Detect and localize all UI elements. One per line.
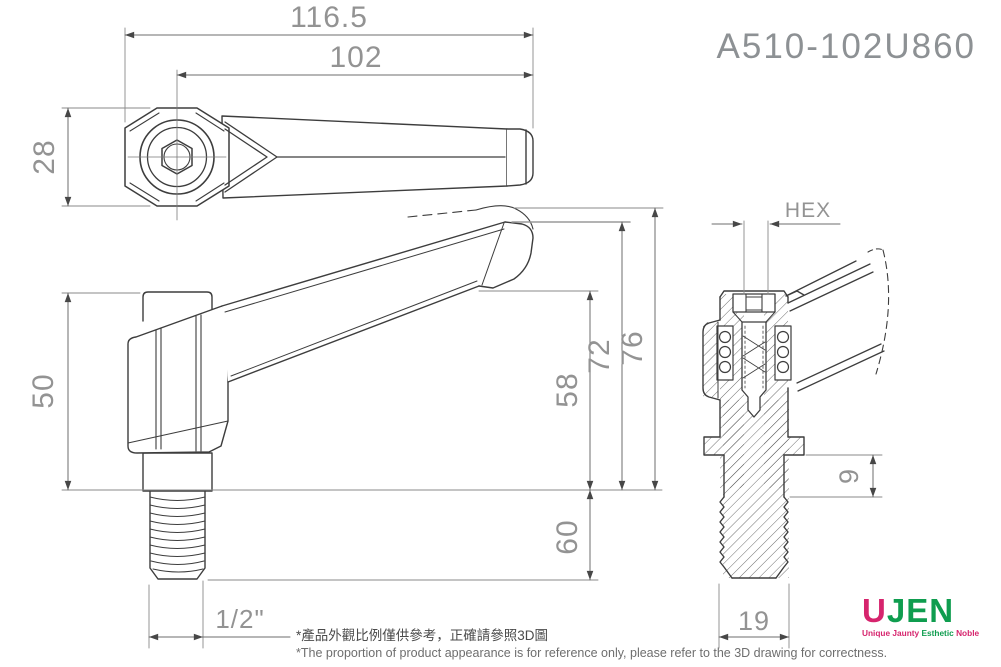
dim-label-9: 9 — [834, 468, 864, 484]
dim-hex: HEX — [711, 199, 841, 295]
top-view-handle-cap — [506, 128, 534, 187]
dim-label-handle-length: 102 — [329, 41, 382, 74]
dim-label-19: 19 — [738, 606, 770, 636]
dim-total-length: 116.5 — [124, 1, 534, 39]
logo-letters-jen: JEN — [886, 592, 955, 629]
dim-boss-width: 28 — [28, 107, 72, 207]
tagline-noble: Noble — [956, 628, 980, 638]
section-ball-pockets — [716, 325, 792, 381]
side-view-neck — [142, 452, 213, 492]
section-outline — [702, 290, 805, 579]
boss-chamfer-lines — [129, 112, 225, 202]
dim-label-72: 72 — [583, 338, 616, 373]
side-view: 50 58 72 76 60 1/2" — [27, 205, 664, 649]
logo-letter-u: U — [862, 592, 887, 629]
note-english: *The proportion of product appearance is… — [296, 646, 888, 661]
logo-tagline: Unique Jaunty Esthetic Noble — [862, 628, 982, 638]
side-view-boss — [142, 291, 213, 322]
section-view: HEX 9 19 — [702, 199, 890, 649]
dim-label-58: 58 — [551, 372, 584, 407]
thread-lines — [149, 496, 206, 573]
center-lines — [127, 69, 227, 221]
break-line — [875, 249, 890, 375]
ujen-logo: UJEN Unique Jaunty Esthetic Noble — [862, 594, 982, 638]
dim-label-hex: HEX — [785, 199, 831, 222]
phantom-line — [407, 209, 477, 218]
side-view-body — [127, 305, 229, 454]
tagline-unique-jaunty: Unique Jaunty — [862, 628, 922, 638]
dim-label-thread-size: 1/2" — [215, 604, 264, 634]
section-hex-pocket — [732, 293, 776, 323]
dim-label-boss-width: 28 — [28, 139, 61, 174]
note-chinese: *產品外觀比例僅供參考，正確請參照3D圖 — [296, 628, 549, 643]
disclaimer-notes: *產品外觀比例僅供參考，正確請參照3D圖 *The proportion of … — [296, 627, 887, 662]
dim-height-58: 58 — [551, 290, 594, 491]
dim-thread-length: 60 — [551, 489, 594, 581]
body-rib-lines — [127, 314, 229, 452]
section-handle — [785, 248, 890, 394]
side-view-handle — [221, 205, 534, 383]
dim-neck-height: 9 — [789, 454, 883, 498]
section-bore — [741, 321, 767, 418]
top-view: 116.5 102 28 — [28, 1, 534, 221]
dim-label-76: 76 — [616, 330, 649, 365]
side-view-stud — [149, 490, 206, 580]
top-view-boss — [124, 69, 230, 221]
dim-stud-width: 19 — [718, 583, 790, 649]
handle-vee-detail — [224, 121, 506, 193]
dim-label-body-height: 50 — [27, 373, 60, 408]
dim-label-60: 60 — [551, 519, 584, 554]
tagline-esthetic: Esthetic — [921, 628, 957, 638]
dim-height-76: 76 — [616, 207, 659, 491]
dim-height-72: 72 — [583, 221, 626, 491]
dim-body-height: 50 — [27, 292, 72, 491]
dim-handle-length: 102 — [176, 41, 534, 79]
dim-thread-size: 1/2" — [148, 604, 291, 641]
dim-label-total-length: 116.5 — [290, 1, 368, 34]
top-view-extension-lines — [61, 27, 534, 207]
logo-wordmark: UJEN — [862, 594, 982, 627]
part-number: A510-102U860 — [717, 27, 976, 66]
side-view-extension-lines — [61, 207, 664, 649]
